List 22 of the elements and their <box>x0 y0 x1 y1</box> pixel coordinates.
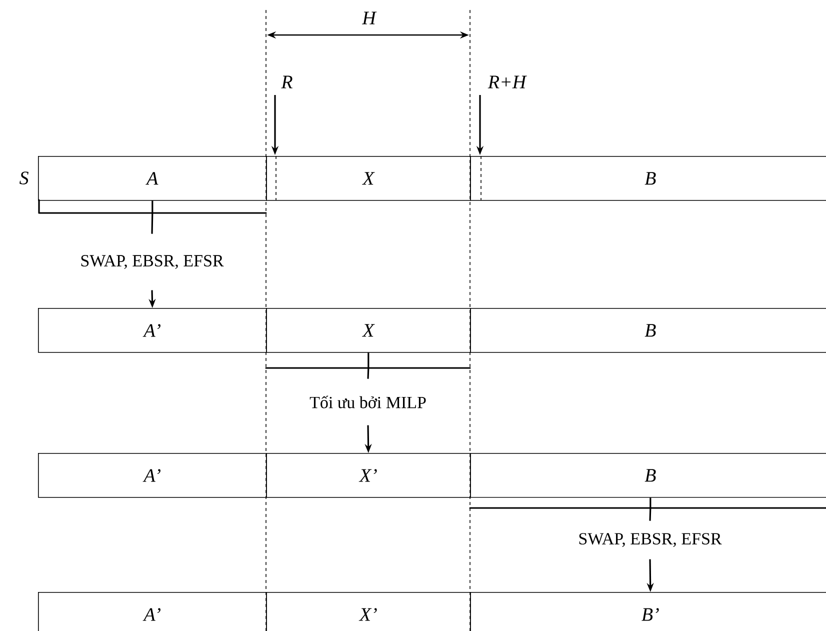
segment-box: X’ <box>266 592 471 631</box>
dimension-label: R+H <box>488 76 527 88</box>
segment-box: A’ <box>38 453 267 498</box>
segment-box: X <box>266 156 471 201</box>
segment-box: B’ <box>470 592 826 631</box>
segment-box: B <box>470 453 826 498</box>
bracket-connector <box>265 352 471 379</box>
bracket-connector <box>469 498 826 521</box>
operation-text: Tối ưu bởi MILP <box>310 396 426 408</box>
segment-box: X <box>266 308 471 353</box>
segment-box: A’ <box>38 592 267 631</box>
segment-box: A’ <box>38 308 267 353</box>
dimension-label: H <box>362 12 377 24</box>
operation-text: SWAP, EBSR, EFSR <box>579 533 722 547</box>
side-label: S <box>20 172 28 184</box>
bracket-connector <box>38 199 267 234</box>
segment-box: X’ <box>266 453 471 498</box>
segment-box: A <box>38 156 267 201</box>
operation-text: SWAP, EBSR, EFSR <box>81 255 224 269</box>
segment-box: B <box>470 156 826 201</box>
segment-box: B <box>470 308 826 353</box>
dimension-label: R <box>281 76 292 88</box>
